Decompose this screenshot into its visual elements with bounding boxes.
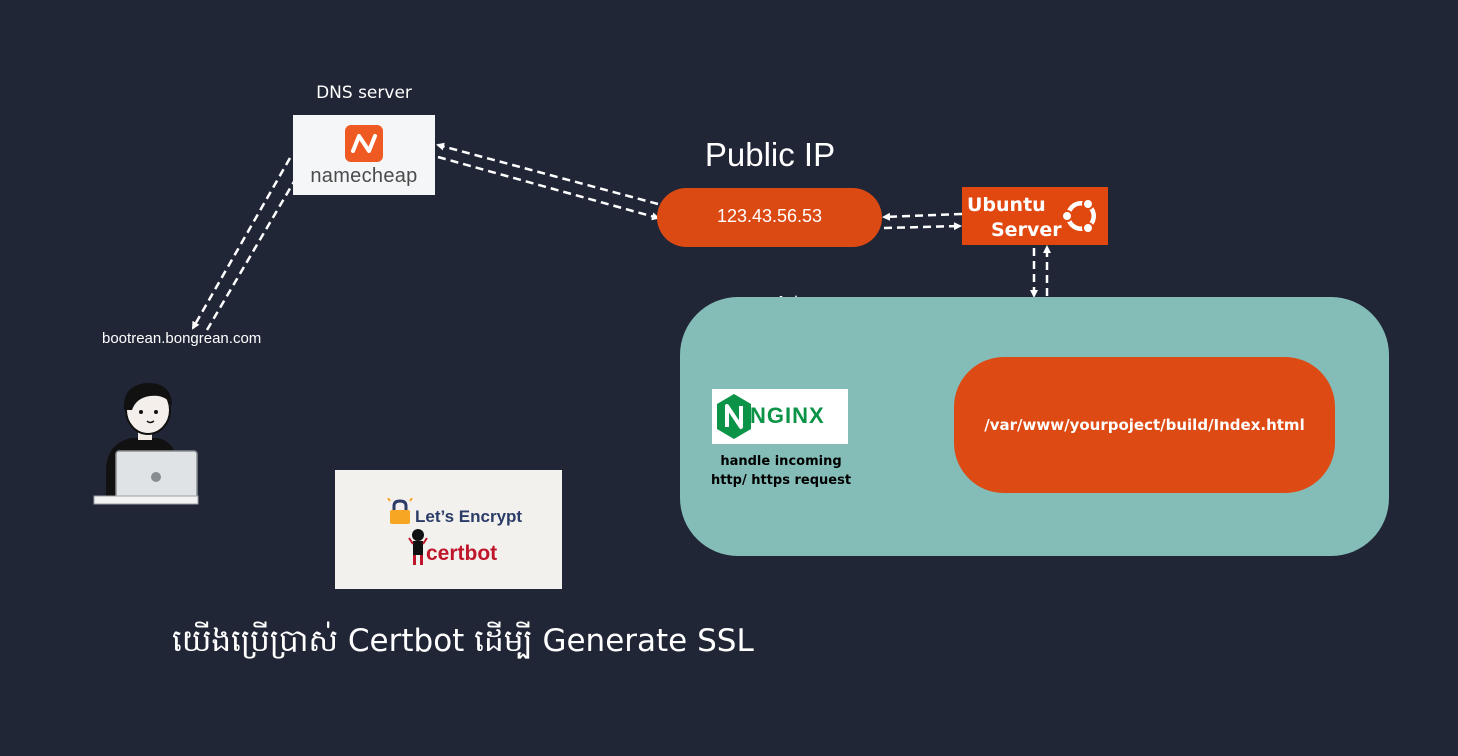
arrow-ubuntu-to-ip	[882, 212, 963, 221]
certbot-wordmark: certbot	[426, 542, 498, 565]
ubuntu-server-node: Ubuntu Server	[962, 187, 1108, 245]
nginx-caption-line1: handle incoming	[720, 454, 842, 469]
public-ip-title: Public IP	[704, 136, 836, 173]
namecheap-logo: namecheap	[293, 115, 435, 195]
app-build-node: /var/www/yourpoject/build/Index.html	[954, 357, 1335, 493]
nginx-wordmark: NGINX	[750, 403, 825, 428]
diagram-caption: យើងប្រើប្រាស់ Certbot ដើម្បី Generate SS…	[172, 623, 754, 659]
domain-label: bootrean.bongrean.com	[102, 330, 262, 347]
certbot-robot-icon	[408, 529, 428, 565]
app-build-path: /var/www/yourpoject/build/Index.html	[984, 416, 1305, 434]
nginx-caption: handle incoming http/ https request	[700, 452, 862, 490]
ubuntu-label-line1: Ubuntu	[967, 194, 1046, 216]
arrow-domain-to-dns	[205, 167, 304, 331]
namecheap-wordmark: namecheap	[310, 165, 418, 187]
padlock-icon	[387, 498, 413, 524]
ubuntu-server-label: Ubuntu Server	[967, 193, 1062, 243]
public-ip-node: 123.43.56.53	[657, 188, 882, 247]
arrow-ip-to-ubuntu	[883, 222, 962, 231]
nginx-logo: NGINX	[712, 389, 848, 444]
letsencrypt-wordmark: Let’s Encrypt	[415, 507, 523, 526]
nginx-caption-line2: http/ https request	[710, 473, 852, 488]
arrow-ip-to-dns	[436, 142, 659, 206]
arrow-dns-to-domain	[191, 157, 292, 330]
ip-address: 123.43.56.53	[716, 206, 823, 226]
namecheap-icon	[345, 125, 383, 162]
ubuntu-label-line2: Server	[991, 219, 1062, 241]
ubuntu-icon	[1058, 193, 1104, 239]
letsencrypt-certbot-logo: Let’s Encrypt certbot	[335, 470, 562, 589]
nginx-icon	[717, 394, 751, 439]
dns-server-label: DNS server	[316, 83, 412, 103]
arrow-dns-to-ip	[437, 155, 660, 221]
user-at-laptop-icon	[93, 382, 199, 505]
